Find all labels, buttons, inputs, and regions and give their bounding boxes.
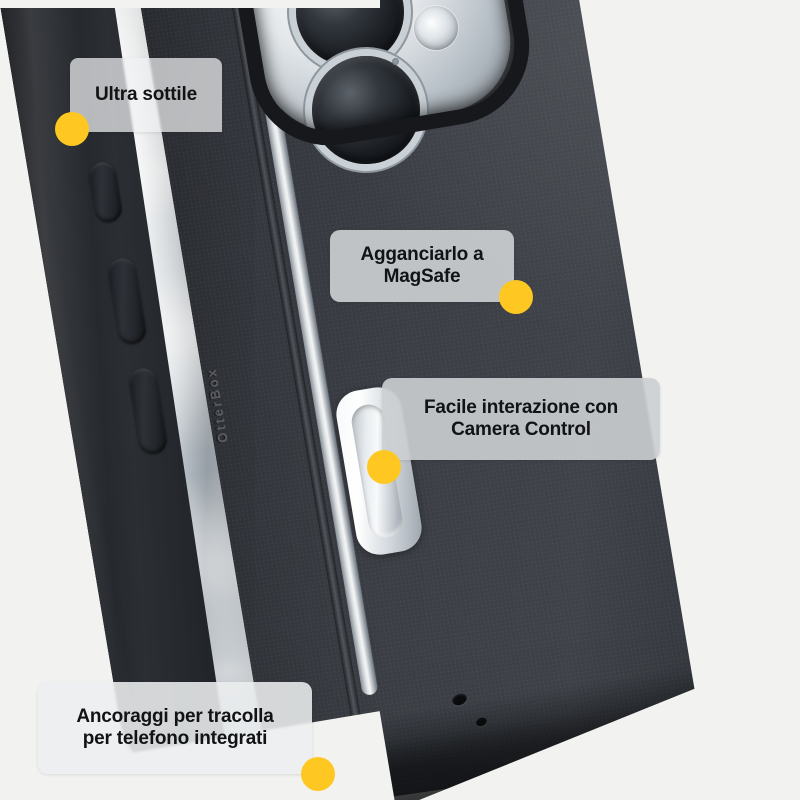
callout-magsafe-line1: Agganciarlo a	[360, 243, 484, 265]
callout-dot-camera-control	[367, 450, 401, 484]
callout-lanyard-anchors-label: Ancoraggi per tracolla per telefono inte…	[76, 706, 273, 751]
callout-lanyard-anchors-line2: per telefono integrati	[82, 728, 268, 749]
callout-magsafe-line2: MagSafe	[383, 266, 461, 287]
callout-dot-ultra-thin	[55, 112, 89, 146]
background-mask-top	[0, 0, 380, 8]
callout-camera-control-line1: Facile interazione con	[423, 396, 619, 418]
callout-lanyard-anchors-line1: Ancoraggi per tracolla	[76, 705, 274, 727]
callout-ultra-thin: Ultra sottile	[70, 58, 222, 132]
callout-ultra-thin-label: Ultra sottile	[95, 83, 197, 105]
callout-lanyard-anchors: Ancoraggi per tracolla per telefono inte…	[38, 682, 312, 774]
callout-dot-magsafe	[499, 280, 533, 314]
callout-dot-lanyard-anchors	[301, 757, 335, 791]
callout-camera-control-line2: Camera Control	[451, 419, 591, 440]
callout-camera-control-label: Facile interazione con Camera Control	[424, 397, 618, 442]
callout-magsafe-label: Agganciarlo a MagSafe	[360, 244, 483, 289]
callout-camera-control: Facile interazione con Camera Control	[382, 378, 660, 460]
callout-magsafe: Agganciarlo a MagSafe	[330, 230, 514, 302]
